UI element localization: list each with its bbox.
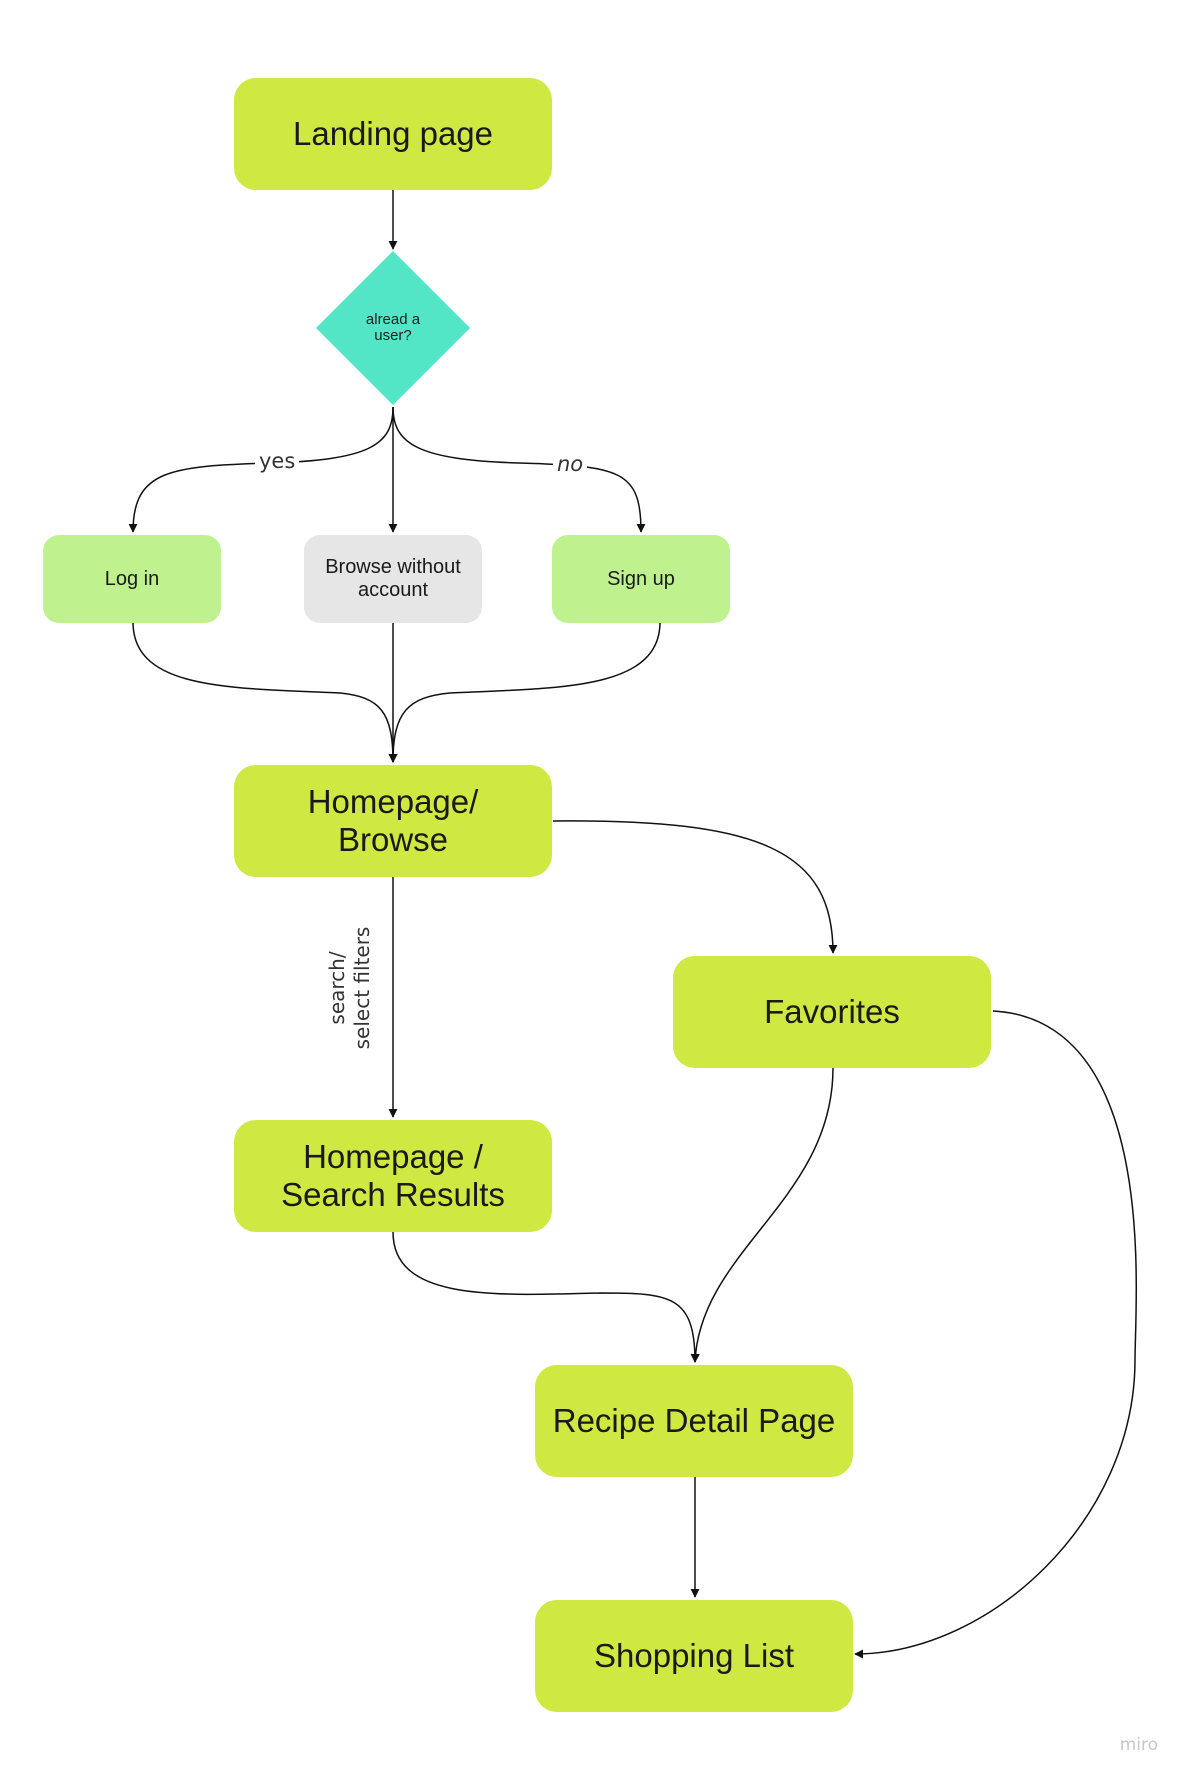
- node-favorites[interactable]: Favorites: [673, 956, 991, 1068]
- edge-login-to-homepage: [132, 621, 398, 763]
- edge-label-no: no: [553, 452, 588, 476]
- node-browse-without-account[interactable]: Browse without account: [304, 535, 482, 623]
- edge-label-yes: yes: [255, 449, 300, 473]
- edge-signup-to-homepage: [388, 621, 661, 763]
- decision-label: alread a user?: [365, 310, 421, 344]
- node-recipe-detail-page[interactable]: Recipe Detail Page: [535, 1365, 853, 1477]
- edge-favorites-to-recipe-detail: [690, 1067, 834, 1363]
- node-search-results[interactable]: Homepage / Search Results: [234, 1120, 552, 1232]
- edge-label-search-filters: search/ select filters: [325, 913, 381, 1063]
- node-landing-page[interactable]: Landing page: [234, 78, 552, 190]
- node-log-in[interactable]: Log in: [43, 535, 221, 623]
- node-shopping-list[interactable]: Shopping List: [535, 1600, 853, 1712]
- edge-search-results-to-recipe-detail: [392, 1231, 700, 1363]
- edge-favorites-to-shopping-list: [854, 1010, 1138, 1659]
- edge-decision-to-signup: [392, 406, 646, 533]
- node-homepage-browse[interactable]: Homepage/ Browse: [234, 765, 552, 877]
- miro-watermark: miro: [1119, 1735, 1158, 1755]
- decision-diamond: [316, 251, 470, 405]
- node-sign-up[interactable]: Sign up: [552, 535, 730, 623]
- edge-homepage-to-favorites: [552, 820, 838, 954]
